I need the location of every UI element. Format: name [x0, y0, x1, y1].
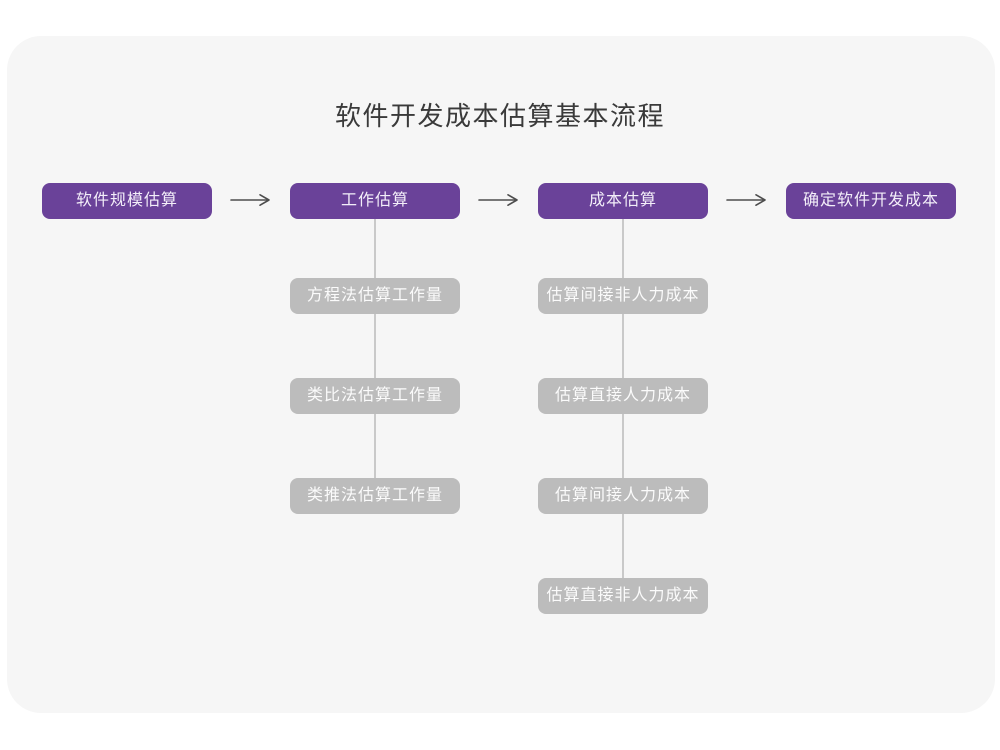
node-cost-estimation: 成本估算	[538, 183, 708, 219]
right-arrow-icon	[230, 193, 270, 206]
node-direct-non-labor-cost: 估算直接非人力成本	[538, 578, 708, 614]
node-equation-method-workload: 方程法估算工作量	[290, 278, 460, 314]
node-indirect-non-labor-cost: 估算间接非人力成本	[538, 278, 708, 314]
node-software-scale-estimation: 软件规模估算	[42, 183, 212, 219]
node-determine-software-dev-cost: 确定软件开发成本	[786, 183, 956, 219]
node-work-estimation: 工作估算	[290, 183, 460, 219]
flowchart-canvas	[7, 36, 995, 713]
right-arrow-icon	[478, 193, 518, 206]
node-extrapolation-method-workload: 类推法估算工作量	[290, 478, 460, 514]
node-analogy-method-workload: 类比法估算工作量	[290, 378, 460, 414]
right-arrow-icon	[726, 193, 766, 206]
node-direct-labor-cost: 估算直接人力成本	[538, 378, 708, 414]
diagram-title: 软件开发成本估算基本流程	[334, 101, 665, 131]
connector-line-work-branch	[374, 219, 376, 496]
node-indirect-labor-cost: 估算间接人力成本	[538, 478, 708, 514]
